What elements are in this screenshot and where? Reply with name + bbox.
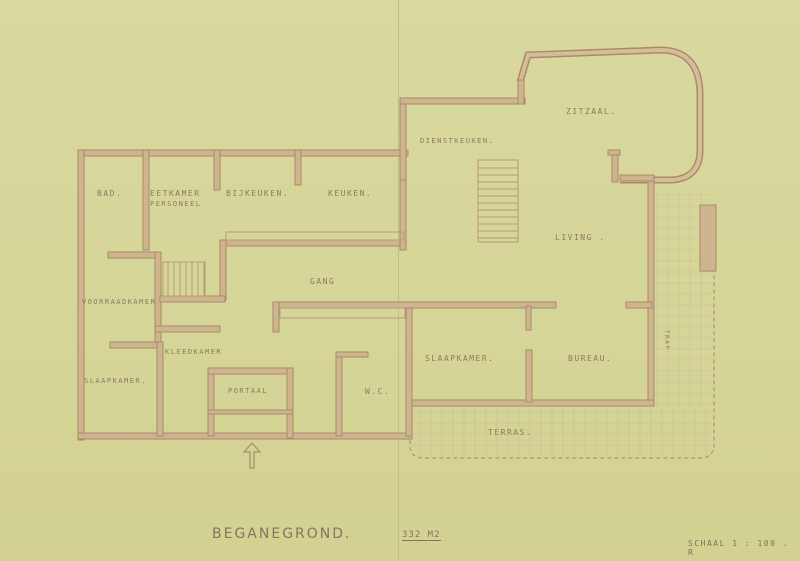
drawing-area: 332 M2	[402, 530, 441, 541]
room-label-slaapkamer-left: SLAAPKAMER.	[84, 377, 147, 385]
room-label-bijkeuken: BIJKEUKEN.	[226, 189, 290, 198]
drawing-scale: SCHAAL 1 : 100 . R	[688, 539, 790, 557]
terrace-grid	[412, 190, 712, 456]
zitzaal-bay	[516, 46, 704, 184]
room-label-voorraadkamer: VOORRAADKAMER	[82, 298, 157, 306]
terrace	[409, 190, 715, 459]
room-label-wc: W.C.	[365, 387, 391, 396]
drawing-title: BEGANEGROND.	[212, 526, 352, 542]
room-label-trap: TRAP	[663, 330, 670, 351]
room-label-dienstkeuken: DIENSTKEUKEN.	[420, 137, 495, 145]
room-label-portaal: PORTAAL	[228, 387, 269, 395]
room-label-gang: GANG	[310, 277, 336, 286]
room-label-slaapkamer-right: SLAAPKAMER.	[425, 354, 495, 363]
paper-fold-line	[398, 0, 399, 561]
room-label-keuken: KEUKEN.	[328, 189, 373, 198]
entrance-arrow-icon	[242, 442, 262, 469]
room-label-bad: BAD.	[97, 189, 123, 198]
stairs	[162, 159, 519, 297]
room-label-eetkamer: EETKAMER	[150, 189, 201, 198]
walls	[77, 79, 717, 441]
room-label-personeel: PERSONEEL	[150, 200, 202, 208]
kitchen-counters	[225, 231, 406, 319]
room-label-kleedkamer: KLEEDKAMER	[165, 348, 223, 356]
room-label-living: LIVING .	[555, 233, 606, 242]
room-label-zitzaal: ZITZAAL.	[566, 107, 617, 116]
room-label-terras: TERRAS.	[488, 428, 533, 437]
room-label-bureau: BUREAU.	[568, 354, 613, 363]
